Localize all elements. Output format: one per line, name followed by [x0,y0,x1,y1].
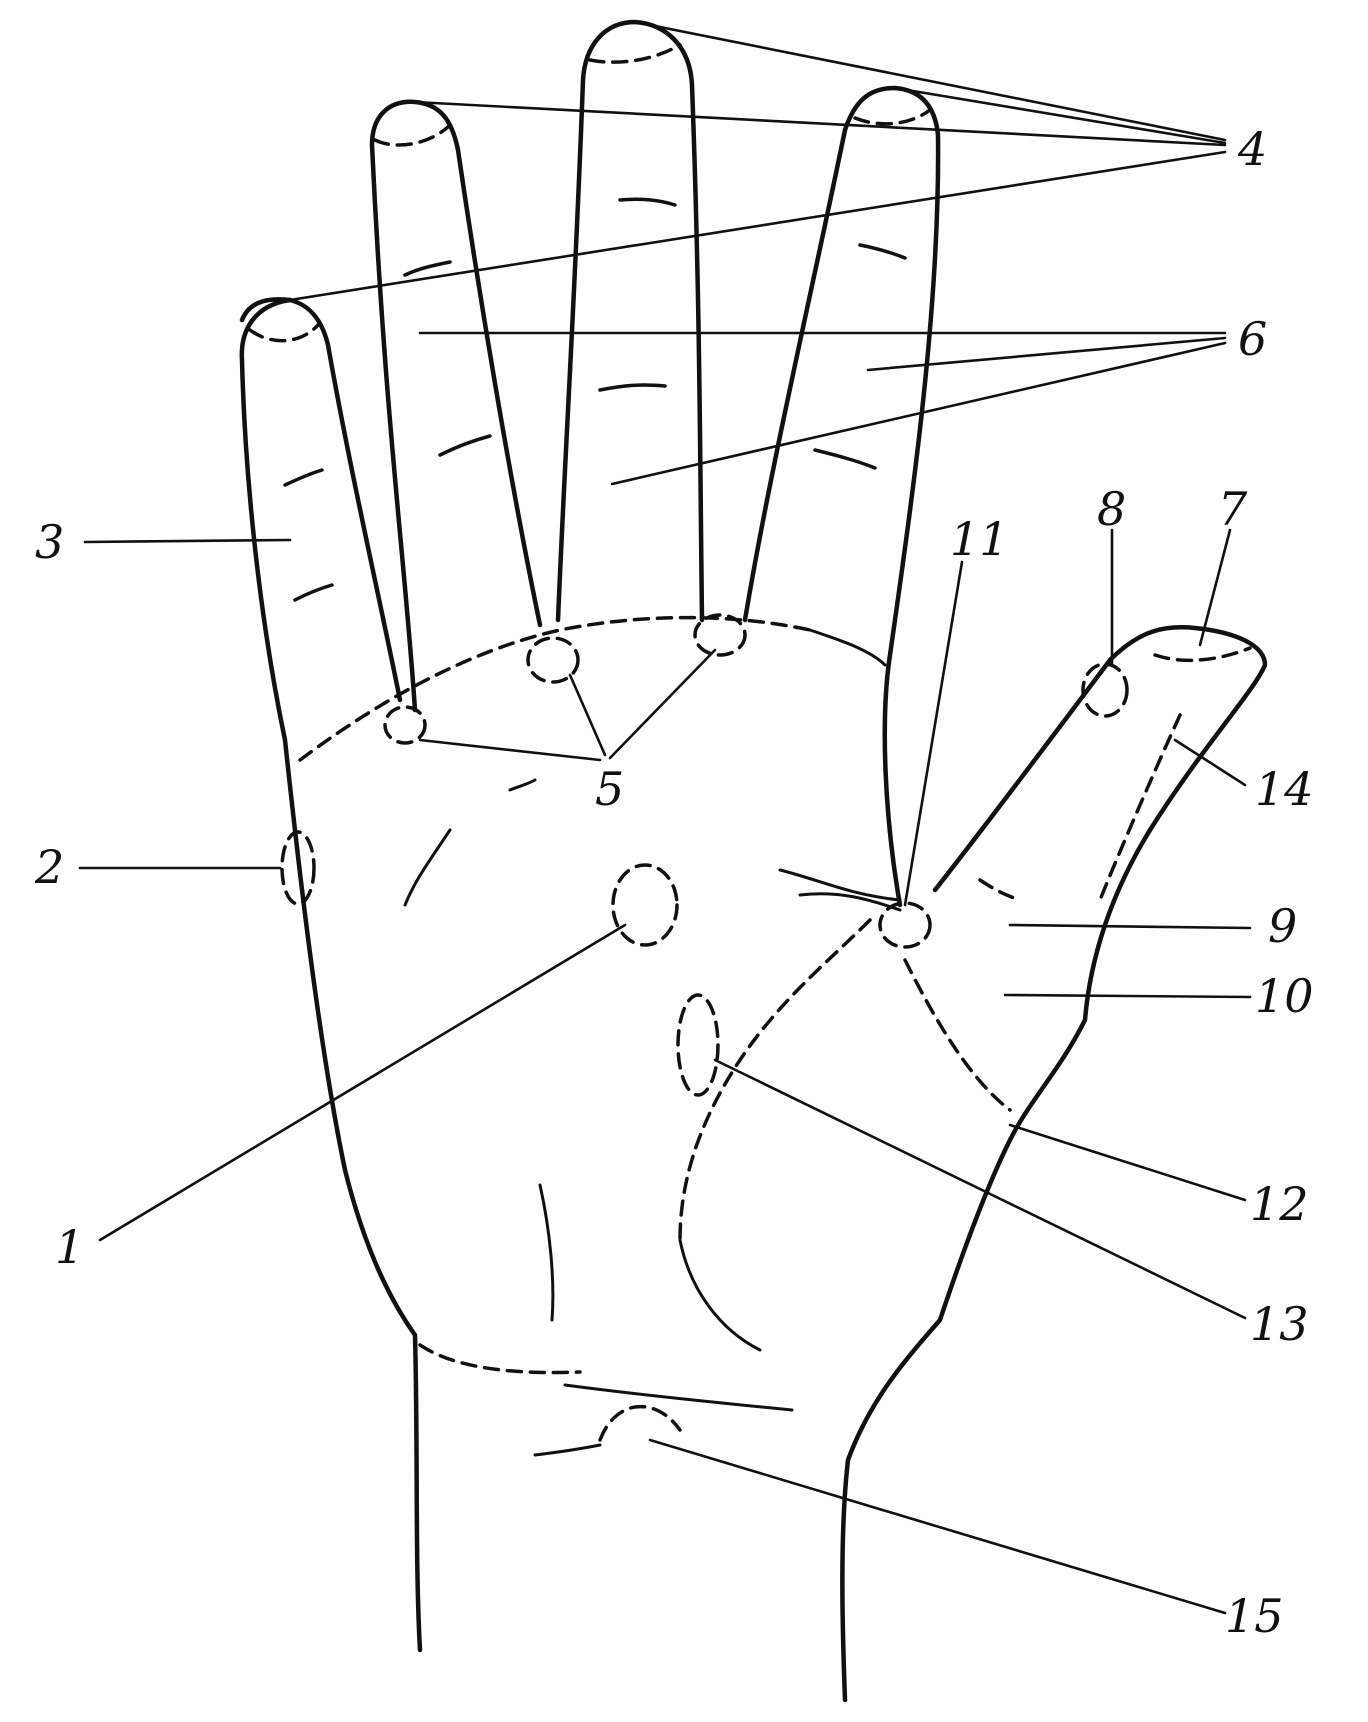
middle-finger-base-point [693,613,747,657]
palm-creases [403,628,902,1457]
wrist-crease-dash [418,1343,582,1375]
label-7: 7 [1218,482,1248,536]
leader-3 [83,538,292,544]
thumb-web-crease [798,892,902,912]
leader-7 [1198,528,1232,647]
thumb-base-line [903,958,1012,1112]
leader-15 [648,1438,1227,1615]
index-base-crease [778,868,902,902]
label-5: 5 [595,762,624,816]
ring-finger-contour [369,99,543,713]
leader-4d [893,86,1227,145]
label-1: 1 [55,1220,84,1274]
leader-1 [98,923,627,1242]
crease-little-1 [283,468,324,487]
label-2: 2 [34,840,64,894]
thenar-arc [678,918,872,1242]
crease-ring-2 [403,260,452,277]
thumb-pad-point [1081,662,1129,718]
wrist-crease-1 [563,1383,794,1412]
leader-4b [413,100,1227,147]
crease-little-2 [293,583,334,602]
thenar-crease [678,1238,762,1352]
palm-center-point [611,863,679,947]
label-12: 12 [1250,1177,1309,1231]
ring-finger-base-point [526,636,580,684]
finger-base-line [298,615,812,762]
thumb-joint-line [1098,713,1182,902]
leader-6c [610,341,1227,486]
finger-base-points [383,613,747,745]
thumb-crease-dash [978,878,1022,902]
label-11: 11 [950,512,1009,566]
leader-13 [713,1058,1247,1320]
crease-ring-1 [438,434,492,457]
middle-fingertip-mark [588,43,682,64]
label-13: 13 [1250,1297,1309,1351]
hand-left-contour [239,297,423,1653]
leader-5b [568,673,607,757]
leader-6b [866,336,1227,372]
label-14: 14 [1255,762,1314,816]
label-4: 4 [1237,122,1267,176]
index-fingertip-mark [853,108,932,126]
crease-middle-2 [618,197,677,207]
crease-middle-1 [598,383,667,392]
thumb-web-point [878,901,932,949]
fingertip-marks [248,43,1252,663]
leader-4a [288,150,1227,302]
palm-dashed-details [280,615,1182,1442]
index-finger-root-line [808,628,887,667]
ring-fingertip-mark [373,123,452,147]
leader-lines [78,20,1252,1615]
little-fingertip-mark [248,323,320,343]
wrist-crease-2 [533,1443,602,1457]
little-finger-contour [239,297,403,703]
finger-creases [283,197,907,602]
index-finger-contour [742,85,941,908]
crease-index-2 [858,243,907,260]
thumb-contour [840,625,1268,1703]
palm-edge-point [280,830,316,906]
label-10: 10 [1255,969,1314,1023]
palm-crease-upper [403,828,452,907]
leader-11 [903,560,964,907]
palm-crease-small [508,778,537,792]
little-finger-base-point [383,705,427,745]
leader-10 [1003,993,1252,999]
leader-9 [1008,923,1252,930]
thumb-tip-mark [1153,646,1252,663]
leader-14 [1173,738,1247,787]
thenar-point [676,993,720,1097]
wrist-point [598,1404,682,1442]
leader-5a [418,738,602,762]
label-15: 15 [1225,1589,1284,1643]
hand-outline [239,19,1268,1703]
crease-index-1 [813,448,877,470]
label-3: 3 [35,515,64,569]
number-labels: 1 2 3 4 5 6 7 8 9 10 11 12 13 14 15 [34,122,1314,1643]
leader-12 [1008,1123,1247,1202]
leader-5c [608,648,717,760]
label-9: 9 [1268,899,1297,953]
leader-4c [633,20,1227,142]
label-6: 6 [1238,312,1267,366]
label-8: 8 [1097,482,1126,536]
center-palm-crease [538,1183,555,1322]
